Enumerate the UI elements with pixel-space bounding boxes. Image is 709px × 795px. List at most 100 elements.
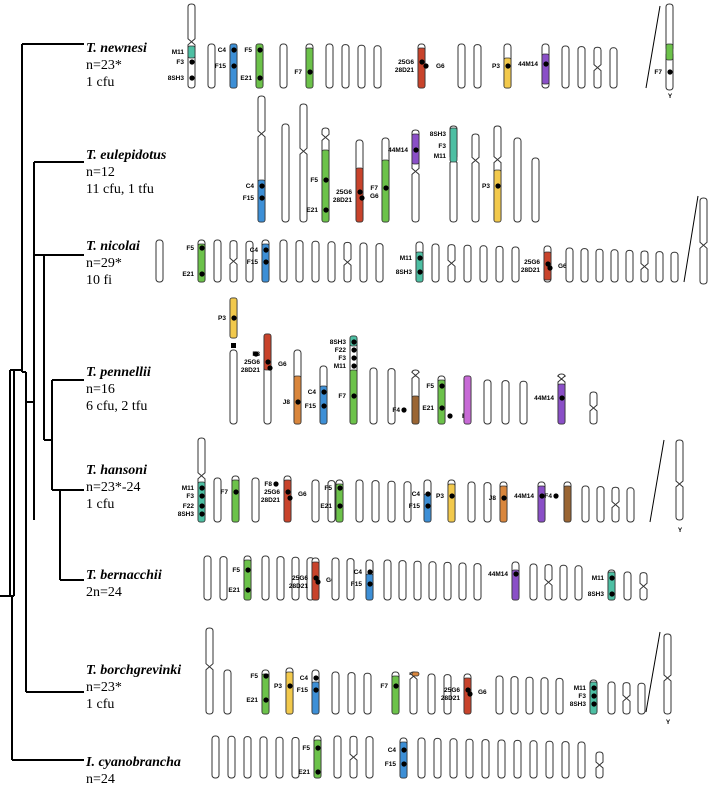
chromosome (670, 251, 679, 283)
chromosome (203, 555, 212, 601)
probe-marker-dot (287, 495, 293, 501)
chromosome (281, 123, 290, 223)
chromosome (640, 250, 649, 283)
probe-marker-dot (245, 587, 251, 593)
probe-marker-dot (189, 75, 195, 81)
probe-label: C4 (412, 491, 421, 498)
probe-label: F5 (426, 383, 434, 390)
probe-label: F15 (243, 195, 255, 202)
probe-marker-dot (189, 59, 195, 65)
probe-label: F15 (247, 259, 259, 266)
fusion-info: 1 cfu (86, 697, 115, 712)
probe-marker-dot (393, 683, 399, 689)
probe-label: F5 (186, 245, 194, 252)
probe-marker-dot (231, 315, 237, 321)
species-name: T. eulepidotus (86, 148, 167, 163)
probe-signal (305, 47, 314, 89)
chromosome (259, 736, 268, 779)
sex-chromosome-divider (645, 5, 661, 89)
probe-marker-dot (323, 177, 329, 183)
probe-marker-dot (351, 347, 357, 353)
fusion-info: 11 cfu, 1 tfu (86, 182, 154, 197)
chromosome (471, 133, 480, 223)
probe-marker-dot (545, 261, 551, 267)
probe-marker-dot (401, 761, 407, 767)
sex-chromosome-label: Y (678, 527, 683, 534)
probe-label: F8 (264, 481, 272, 488)
chromosome (457, 43, 466, 89)
probe-signal (399, 741, 408, 779)
probe-label: M11 (334, 363, 347, 370)
probe-marker-dot (439, 383, 445, 389)
chromosome (417, 737, 426, 779)
chromosome (625, 249, 634, 283)
probe-marker-dot (553, 493, 559, 499)
probe-signal (311, 681, 320, 715)
probe-label: 28D21 (289, 583, 309, 590)
probe-label: F4 (544, 493, 552, 500)
chromosome (331, 671, 340, 715)
probe-label: F5 (302, 745, 310, 752)
probe-label: F5 (250, 673, 258, 680)
chromosome (373, 45, 382, 89)
probe-label: 8SH3 (430, 131, 447, 138)
probe-marker-dot (449, 493, 455, 499)
chromosome (529, 563, 538, 601)
probe-label: C4 (388, 747, 397, 754)
probe-label: F15 (385, 761, 397, 768)
probe-marker-dot (321, 389, 327, 395)
probe-label: G6 (370, 193, 379, 200)
probe-label: G6 (478, 689, 487, 696)
chromosome (596, 486, 605, 523)
probe-marker-dot (423, 63, 429, 69)
probe-marker-dot (337, 485, 343, 491)
probe-label: F7 (338, 393, 346, 400)
chromosome (545, 740, 554, 779)
chromosome (207, 43, 216, 89)
chromosome (333, 735, 342, 779)
probe-label: E21 (228, 587, 240, 594)
probe-signal (285, 671, 294, 715)
chromosome (279, 43, 288, 89)
probe-label: M11 (182, 485, 195, 492)
chromosome (443, 561, 452, 601)
chromosome (513, 739, 522, 779)
probe-signal (557, 383, 566, 425)
probe-signal (283, 479, 292, 523)
probe-marker-dot (357, 189, 363, 195)
chromosome (611, 486, 620, 523)
chromosome (637, 682, 646, 715)
sex-chromosome-label: Y (668, 93, 673, 100)
probe-signal (511, 569, 520, 601)
chromosome (387, 480, 396, 523)
chromosome (581, 485, 590, 523)
probe-signal (381, 159, 390, 223)
chromosome (341, 44, 350, 89)
chromosome (655, 251, 664, 283)
probe-label: F5 (324, 485, 332, 492)
probe-marker-dot (259, 195, 265, 201)
probe-label: 8SH3 (396, 269, 413, 276)
chromosome (458, 562, 467, 601)
probe-marker-dot (313, 575, 319, 581)
probe-signal (365, 573, 374, 601)
chromosome (355, 479, 364, 523)
chromosome (431, 243, 440, 283)
probe-label: F22 (183, 503, 195, 510)
chromosome (622, 682, 631, 715)
chromosome (544, 564, 553, 601)
probe-marker-dot (265, 359, 271, 365)
chromosome (387, 368, 396, 425)
probe-signal (335, 483, 344, 523)
probe-label: F3 (186, 493, 194, 500)
probe-label: E21 (422, 405, 434, 412)
probe-signal (503, 57, 512, 89)
probe-label: 25G6 (398, 59, 414, 66)
probe-signal (257, 179, 266, 223)
probe-marker-dot (285, 489, 291, 495)
probe-marker-dot (263, 673, 269, 679)
chromosome (327, 241, 336, 283)
species-label-cyanobrancha: I. cyanobrancha n=24 (86, 754, 181, 788)
chromosome (519, 380, 528, 425)
chromosome (433, 737, 442, 779)
